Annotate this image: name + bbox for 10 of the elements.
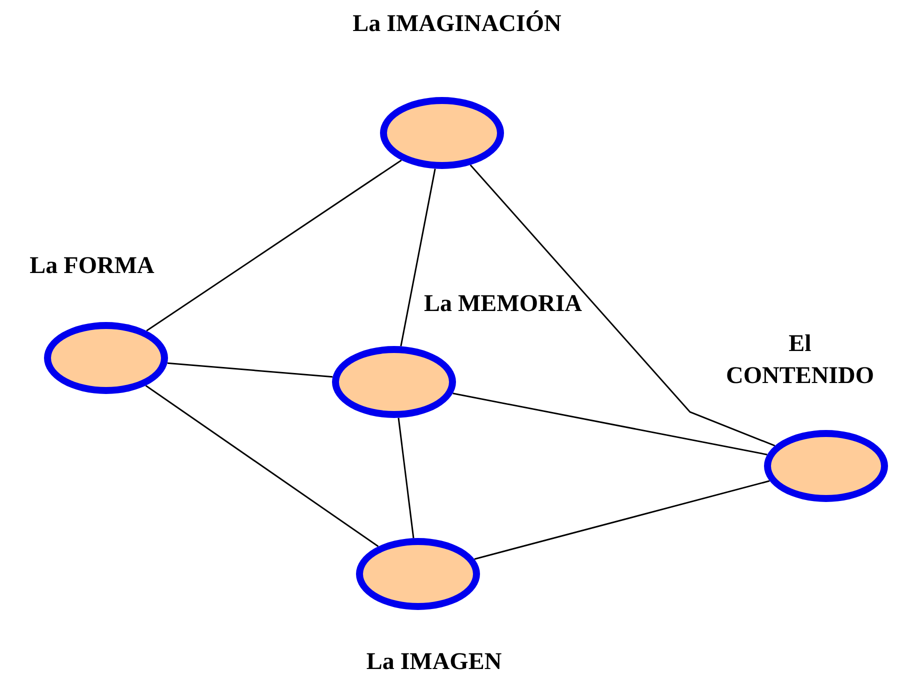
connector-line <box>167 362 333 378</box>
connector-line <box>452 392 768 456</box>
node-label: La MEMORIA <box>423 290 583 319</box>
node-label: La IMAGINACIÓN <box>352 9 562 39</box>
connector-line <box>398 418 414 538</box>
connector-line <box>474 480 770 560</box>
node-label: El CONTENIDO <box>725 330 875 391</box>
node-label: La FORMA <box>28 252 156 281</box>
node-label: La IMAGEN <box>365 648 503 677</box>
connector-line <box>400 168 436 346</box>
